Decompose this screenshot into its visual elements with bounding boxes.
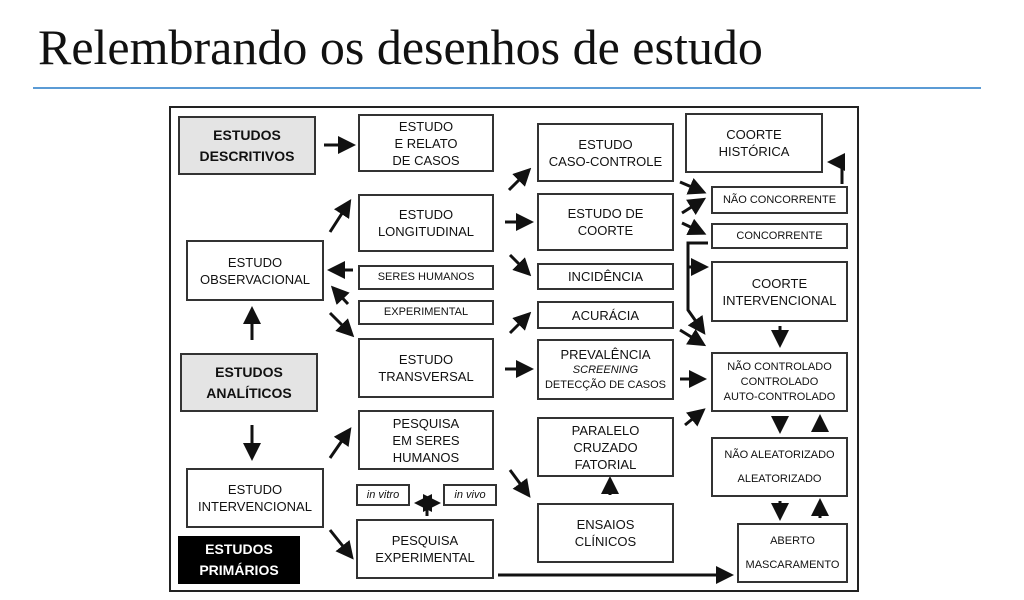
arrow (328, 198, 352, 233)
arrow (507, 167, 532, 192)
box-aleatorizacao: NÃO ALEATORIZADO ALEATORIZADO (711, 437, 848, 497)
arrow (681, 218, 707, 235)
deteccao-label: DETECÇÃO DE CASOS (544, 379, 667, 391)
box-seres-humanos: SERES HUMANOS (358, 265, 494, 290)
box-estudo-coorte: ESTUDO DE COORTE (537, 193, 674, 251)
box-in-vitro: in vitro (356, 484, 410, 506)
box-pesquisa-seres-humanos: PESQUISA EM SERES HUMANOS (358, 410, 494, 470)
box-concorrente: CONCORRENTE (711, 223, 848, 249)
box-longitudinal: ESTUDO LONGITUDINAL (358, 194, 494, 252)
box-experimental: EXPERIMENTAL (358, 300, 494, 325)
arrow (328, 427, 352, 459)
box-coorte-historica: COORTE HISTÓRICA (685, 113, 823, 173)
box-estudos-analiticos: ESTUDOS ANALÍTICOS (180, 353, 318, 412)
prevalencia-label: PREVALÊNCIA (560, 347, 651, 362)
arrow (328, 311, 355, 338)
box-ensaios-clinicos: ENSAIOS CLÍNICOS (537, 503, 674, 563)
arrow (508, 469, 531, 498)
box-estudos-primarios: ESTUDOS PRIMÁRIOS (178, 536, 300, 584)
box-coorte-intervencional: COORTE INTERVENCIONAL (711, 261, 848, 322)
arrow (686, 241, 708, 335)
box-prevalencia: PREVALÊNCIA SCREENING DETECÇÃO DE CASOS (537, 339, 674, 400)
arrow (330, 285, 350, 306)
arrow (679, 328, 707, 347)
box-controle-tipos: NÃO CONTROLADO CONTROLADO AUTO-CONTROLAD… (711, 352, 848, 412)
box-relato-casos: ESTUDO E RELATO DE CASOS (358, 114, 494, 172)
box-nao-concorrente: NÃO CONCORRENTE (711, 186, 848, 214)
arrow (508, 311, 532, 335)
box-mascaramento: ABERTO MASCARAMENTO (737, 523, 848, 583)
box-incidencia: INCIDÊNCIA (537, 263, 674, 290)
box-caso-controle: ESTUDO CASO-CONTROLE (537, 123, 674, 182)
box-acuracia: ACURÁCIA (537, 301, 674, 329)
screening-label: SCREENING (572, 364, 639, 376)
arrow (684, 408, 706, 427)
arrow (508, 253, 532, 277)
box-observacional: ESTUDO OBSERVACIONAL (186, 240, 324, 301)
arrow (328, 529, 354, 560)
arrow (827, 153, 845, 184)
box-intervencional: ESTUDO INTERVENCIONAL (186, 468, 324, 528)
box-paralelo-cruzado-fatorial: PARALELO CRUZADO FATORIAL (537, 417, 674, 477)
slide-title: Relembrando os desenhos de estudo (38, 19, 763, 75)
box-estudos-descritivos: ESTUDOS DESCRITIVOS (178, 116, 316, 175)
title-divider (33, 87, 981, 89)
box-transversal: ESTUDO TRANSVERSAL (358, 338, 494, 398)
arrow (681, 197, 707, 216)
box-pesquisa-experimental: PESQUISA EXPERIMENTAL (356, 519, 494, 579)
arrow (414, 494, 432, 516)
box-in-vivo: in vivo (443, 484, 497, 506)
arrow (679, 178, 707, 195)
